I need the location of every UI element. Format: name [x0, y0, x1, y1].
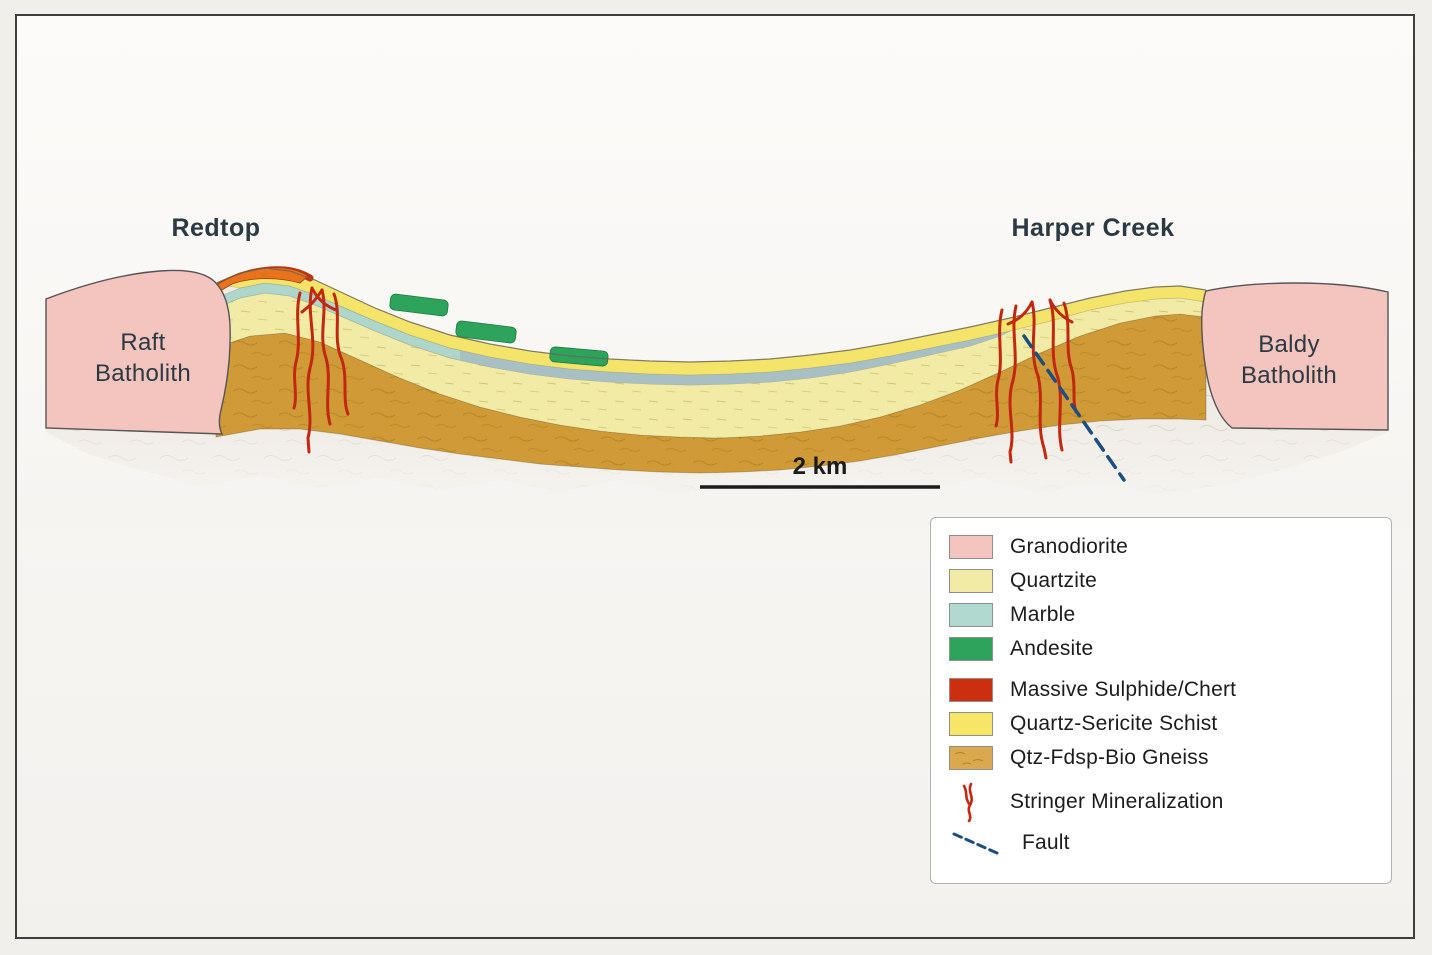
gneiss-swatch	[949, 746, 993, 770]
marble-swatch	[949, 603, 993, 627]
legend-item-gneiss: Qtz-Fdsp-Bio Gneiss	[949, 746, 1371, 770]
stringer-vein	[1008, 304, 1018, 464]
andesite-swatch	[949, 637, 993, 661]
legend: Granodiorite Quartzite Marble Andesite M…	[930, 517, 1392, 884]
raft-batholith-label-line2: Batholith	[95, 360, 191, 387]
stringer-vein	[292, 291, 302, 410]
stringer-branch	[1006, 300, 1034, 326]
quartzite-swatch	[949, 569, 993, 593]
stringer-symbol-icon	[962, 782, 973, 823]
legend-item-marble: Marble	[949, 603, 1371, 627]
legend-label: Fault	[1022, 831, 1070, 854]
legend-label: Granodiorite	[1010, 535, 1128, 558]
legend-label: Andesite	[1010, 637, 1094, 660]
andesite-lens	[389, 293, 449, 317]
legend-item-stringer: Stringer Mineralization	[949, 780, 1371, 824]
baldy-batholith-label-line2: Batholith	[1241, 362, 1337, 389]
legend-label: Marble	[1010, 603, 1076, 626]
quartzite-texture	[214, 293, 1206, 438]
fault-line	[1022, 334, 1126, 482]
legend-label: Quartzite	[1010, 569, 1097, 592]
harper-creek-stringers	[994, 298, 1078, 464]
scale-label: 2 km	[793, 453, 848, 480]
legend-item-quartz-sericite-schist: Quartz-Sericite Schist	[949, 712, 1371, 736]
legend-item-andesite: Andesite	[949, 637, 1371, 661]
legend-label: Quartz-Sericite Schist	[1010, 712, 1218, 735]
andesite-lens	[455, 320, 517, 344]
granodiorite-swatch	[949, 535, 993, 559]
harper-creek-label: Harper Creek	[1011, 214, 1174, 242]
redtop-label: Redtop	[171, 214, 260, 242]
raft-batholith-label-line1: Raft	[120, 329, 165, 356]
legend-item-massive-sulphide: Massive Sulphide/Chert	[949, 678, 1371, 702]
fault-symbol-icon	[952, 832, 999, 855]
legend-label: Stringer Mineralization	[1010, 790, 1224, 813]
legend-item-fault: Fault	[949, 828, 1371, 858]
redtop-stringers	[292, 286, 350, 454]
stringer-vein	[1030, 300, 1048, 460]
legend-item-granodiorite: Granodiorite	[949, 535, 1371, 559]
stringer-vein	[320, 288, 332, 426]
stringer-branch	[300, 288, 324, 314]
stringer-vein	[994, 308, 1004, 428]
marble-gray-section	[460, 331, 1010, 385]
stringer-branch	[310, 286, 338, 312]
stringer-vein	[1062, 301, 1078, 414]
baldy-batholith	[1201, 282, 1389, 431]
legend-label: Qtz-Fdsp-Bio Gneiss	[1010, 746, 1209, 769]
gneiss-texture	[214, 314, 1206, 473]
stringer-branch	[1048, 298, 1074, 324]
legend-label: Massive Sulphide/Chert	[1010, 678, 1237, 701]
stringer-vein	[306, 286, 315, 454]
raft-batholith	[45, 269, 231, 435]
baldy-batholith-label-line1: Baldy	[1258, 331, 1320, 358]
stringer-vein	[332, 292, 350, 416]
schist-swatch	[949, 712, 993, 736]
legend-item-quartzite: Quartzite	[949, 569, 1371, 593]
stringer-vein	[1048, 298, 1064, 452]
massive-sulphide-swatch	[949, 678, 993, 702]
